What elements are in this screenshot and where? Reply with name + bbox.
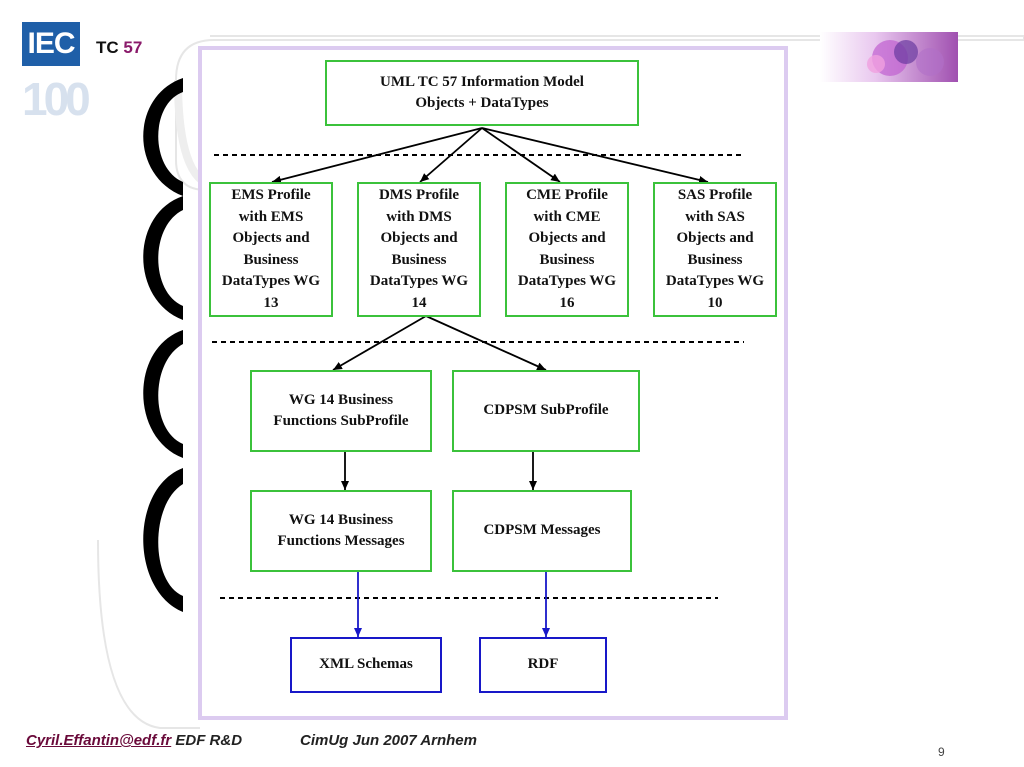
sas-profile-label: SAS Profile with SAS Objects and Busines… (665, 187, 765, 311)
title-prefix: TC (96, 38, 119, 57)
footer-event: CimUg Jun 2007 Arnhem (300, 732, 477, 749)
cdpsm-messages-box: CDPSM Messages (452, 490, 632, 572)
rdf-box: RDF (479, 637, 607, 693)
uml-information-model-label: UML TC 57 Information Model Objects + Da… (380, 73, 584, 112)
wg14-subprofile-label: WG 14 Business Functions SubProfile (273, 391, 409, 430)
arrow-root-to-cme (481, 127, 561, 183)
decorative-image (820, 32, 958, 82)
separator-lines (212, 154, 744, 599)
author-email-link[interactable]: Cyril.Effantin@edf.fr (26, 732, 172, 749)
footer-org: EDF R&D (175, 732, 243, 749)
rdf-label: RDF (527, 656, 559, 673)
dms-profile-box: DMS Profile with DMS Objects and Busines… (357, 182, 481, 317)
wg14-business-functions-messages-box: WG 14 Business Functions Messages (250, 490, 432, 572)
wg14-messages-label: WG 14 Business Functions Messages (277, 511, 405, 550)
cme-profile-box: CME Profile with CME Objects and Busines… (505, 182, 629, 317)
arrow-dms-to-cdpsm-subprofile (425, 315, 547, 371)
arrow-root-to-dms (419, 127, 483, 183)
xml-schemas-label: XML Schemas (319, 656, 413, 673)
sas-profile-box: SAS Profile with SAS Objects and Busines… (653, 182, 777, 317)
title-number: 57 (123, 38, 143, 57)
arrow-root-to-ems (271, 127, 483, 184)
iec-logo-text: IEC (27, 27, 75, 60)
arrow-root-to-sas (481, 127, 709, 184)
footer: Cyril.Effantin@edf.fr EDF R&D (26, 732, 242, 749)
iec-logo: IEC (22, 22, 80, 66)
ems-profile-label: EMS Profile with EMS Objects and Busines… (221, 187, 321, 311)
dms-profile-label: DMS Profile with DMS Objects and Busines… (369, 187, 469, 311)
cdpsm-subprofile-box: CDPSM SubProfile (452, 370, 640, 452)
chevron-arrows (143, 78, 183, 612)
ems-profile-box: EMS Profile with EMS Objects and Busines… (209, 182, 333, 317)
uml-information-model-box: UML TC 57 Information Model Objects + Da… (325, 60, 639, 126)
arrow-dms-to-wg14-subprofile (332, 315, 427, 371)
xml-schemas-box: XML Schemas (290, 637, 442, 693)
cdpsm-subprofile-label: CDPSM SubProfile (483, 402, 609, 419)
page-number: 9 (938, 745, 945, 759)
iec-100-logo: 100 (22, 73, 91, 125)
wg14-business-functions-subprofile-box: WG 14 Business Functions SubProfile (250, 370, 432, 452)
slide-title: TC 57 (96, 38, 142, 58)
cdpsm-messages-label: CDPSM Messages (483, 522, 601, 539)
cme-profile-label: CME Profile with CME Objects and Busines… (517, 187, 617, 311)
